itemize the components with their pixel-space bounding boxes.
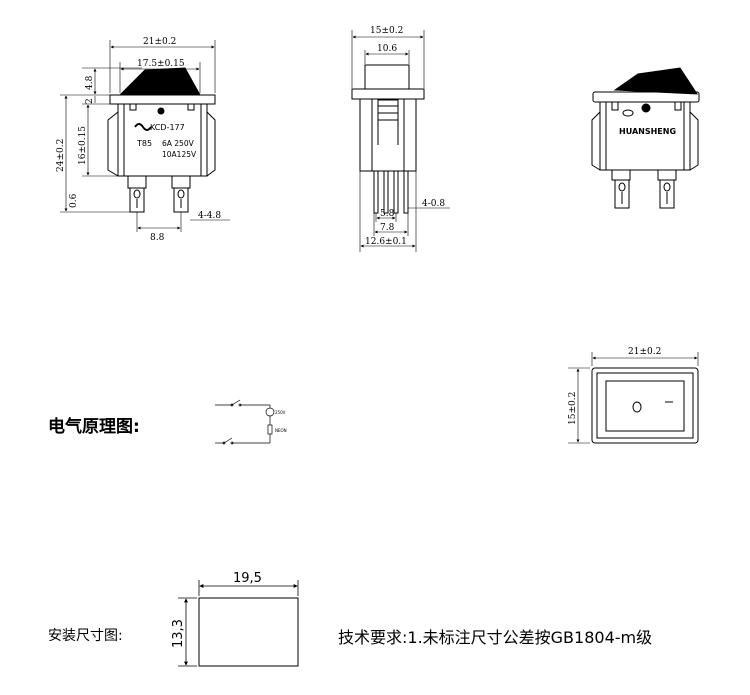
dim-pin-3: 12.6±0.1 [365, 237, 407, 247]
dim-flange: 2 [85, 98, 95, 104]
iso-brand-text: HUANSHENG [619, 127, 676, 136]
dim-cutout-width: 19,5 [233, 571, 262, 586]
dim-top-width: 21±0.2 [628, 347, 661, 357]
front-model-text: KCD-177 [150, 123, 185, 132]
dim-body-height: 16±0.15 [78, 126, 88, 165]
side-view [351, 30, 450, 252]
front-code-text: T85 [136, 139, 152, 148]
power-symbol-o [632, 401, 642, 413]
dim-rocker-height: 4.8 [85, 75, 95, 90]
dim-rocker-width: 17.5±0.15 [137, 59, 185, 69]
schematic-diagram [215, 399, 275, 445]
side-flange [351, 88, 425, 100]
rocker-button [118, 67, 201, 96]
top-rocker-face [605, 380, 685, 432]
mounting-title: 安装尺寸图: [48, 628, 123, 644]
front-flange [109, 94, 216, 105]
dim-pin-1: 5.8 [380, 209, 395, 219]
side-pins [373, 170, 409, 214]
iso-rocker [613, 67, 698, 95]
top-view [568, 352, 699, 444]
front-view [60, 40, 230, 232]
schematic-lamp-text-1: 250V [275, 410, 286, 415]
dim-total-height: 24±0.2 [56, 139, 66, 172]
iso-terminals [611, 170, 677, 209]
tech-requirements-text: 技术要求:1.未标注尺寸公差按GB1804-m级 [338, 628, 653, 647]
dim-side-width: 15±0.2 [370, 26, 403, 36]
side-view-labels: 15±0.2 10.6 5.8 7.8 12.6±0.1 4-0.8 [365, 26, 445, 247]
top-outer-frame [591, 367, 699, 444]
neon-lamp-symbol [265, 407, 275, 417]
side-rocker [364, 64, 410, 90]
iso-body [599, 102, 691, 171]
dim-cutout-height: 13,3 [171, 619, 186, 648]
dim-gap: 0.6 [69, 193, 79, 208]
front-terminals [127, 175, 191, 213]
dim-pin-2: 7.8 [380, 223, 395, 233]
side-body [359, 98, 417, 172]
cutout-rect [198, 597, 299, 667]
iso-flange [592, 91, 700, 103]
front-view-labels: 21±0.2 17.5±0.15 4.8 2 24±0.2 16±0.15 0.… [56, 37, 221, 243]
dim-pin-thickness: 4-0.8 [422, 199, 445, 209]
iso-view [591, 67, 700, 209]
dim-terminal-pitch: 8.8 [150, 233, 165, 243]
dim-front-width: 21±0.2 [143, 37, 176, 47]
dim-top-height: 15±0.2 [568, 392, 578, 425]
brand-logo [134, 123, 152, 131]
schematic-lamp-text-2: NEON [275, 428, 287, 433]
schematic-title: 电气原理图: [48, 417, 140, 437]
dim-side-body: 10.6 [377, 44, 397, 54]
mounting-cutout [178, 580, 299, 667]
front-rating-1: 6A 250V [162, 139, 195, 148]
dim-terminal-width: 4-4.8 [198, 211, 221, 221]
front-rating-2: 10A125V [162, 150, 197, 159]
